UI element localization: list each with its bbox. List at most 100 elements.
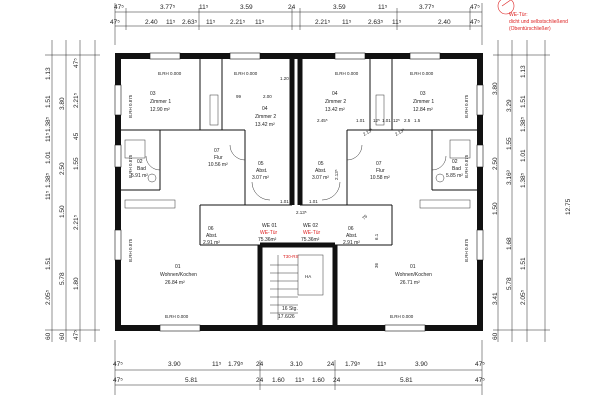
room-labels: 03 Zimmer 1 12.90 m² 04 Zimmer 2 13.42 m…	[131, 91, 463, 320]
left-in-dim-3: 45	[73, 132, 80, 140]
brh-right-upper: B.RH 0.875	[464, 94, 469, 118]
room-name-wohn-left: Wohnen/Kochen	[160, 272, 197, 278]
dim-101d: 1.01	[309, 199, 318, 204]
room-area-zimmer1-right: 12.84 m²	[413, 107, 433, 113]
legend-line-3: (Obentürschließer)	[509, 26, 551, 32]
left-in-dim-7: 47⁵	[73, 330, 80, 340]
room-name-zimmer2-right: Zimmer 2	[325, 99, 346, 105]
dim-61: 6.1	[374, 233, 379, 240]
top-dim2-2: 2.40	[145, 19, 158, 26]
bot2-dim-5: 11⁵	[295, 377, 305, 384]
bot2-dim-2: 5.81	[185, 377, 198, 384]
we01-area: 75.36m²	[258, 237, 277, 243]
right-far-dim-4: 1.68	[506, 237, 513, 250]
top-dim2-13: 47⁵	[470, 19, 480, 26]
top-dim-1: 47⁵	[114, 4, 124, 11]
dim-120: 1.20	[280, 76, 289, 81]
left-dim-2: 1.51	[45, 95, 52, 108]
room-num-zimmer2-left: 04	[262, 106, 268, 112]
dim-213a: 2.13⁵	[362, 127, 374, 137]
brh-right-low: B.RH 0.875	[464, 238, 469, 262]
room-name-bad-right: Bad	[452, 166, 461, 172]
left-mid-dim-4: 5.78	[59, 272, 66, 285]
room-name-flur-left: Flur	[214, 155, 223, 161]
staircase	[270, 254, 324, 320]
left-dim-7: 11⁵	[45, 190, 52, 200]
room-name-abst-r-top: Abst.	[315, 168, 326, 174]
top-dim2-6: 2.21⁵	[230, 19, 246, 26]
dim-25: 2.5	[404, 118, 411, 123]
left-in-dim-6: 1.80	[73, 277, 80, 290]
room-name-wohn-right: Wohnen/Kochen	[395, 272, 432, 278]
t30-door: T30-RS	[283, 254, 299, 259]
right-dim-5: 60	[492, 332, 499, 340]
room-area-flur-left: 10.56 m²	[208, 162, 228, 168]
bot-dim-10: 3.90	[415, 361, 428, 368]
we02-area: 75.36m²	[301, 237, 320, 243]
top-dim-7: 11⁵	[378, 4, 388, 11]
left-dim-8: 1.51	[45, 257, 52, 270]
room-area-abst-l-top: 3.07 m²	[252, 175, 269, 181]
left-dim-6: 1.38⁵	[45, 172, 52, 188]
dim-213b: 2.13⁵	[394, 127, 406, 137]
top-dim2-10: 2.63⁵	[368, 19, 384, 26]
right-far-dim-1: 3.29	[506, 99, 513, 112]
bot-dim-11: 47⁵	[475, 361, 485, 368]
room-name-zimmer2-left: Zimmer 2	[255, 114, 276, 120]
brh-left-upper: B.RH 0.875	[128, 94, 133, 118]
left-in-dim-2: 2.21⁵	[73, 92, 80, 108]
bot2-dim-6: 1.60	[312, 377, 325, 384]
top-dim2-11: 11⁵	[392, 19, 402, 26]
room-num-zimmer2-right: 04	[332, 91, 338, 97]
brh-left-mid: B.RH 0.875	[128, 154, 133, 178]
left-mid-dim-2: 2.50	[59, 162, 66, 175]
top-dim-6: 3.59	[333, 4, 346, 11]
dim-12a: 12⁵	[373, 118, 380, 123]
right-far-dim-2: 1.55	[506, 137, 513, 150]
legend-we-door: WE-Tür: dicht und selbstschließend (Oben…	[497, 0, 568, 32]
building-walls	[114, 52, 484, 332]
brh-right-mid: B.RH 0.875	[464, 154, 469, 178]
room-area-flur-right: 10.58 m²	[370, 175, 390, 181]
dim-101c: 1.01	[280, 199, 289, 204]
bot-dim-7: 24	[327, 361, 335, 368]
left-dim-9: 2.05⁵	[45, 289, 52, 305]
room-area-wohn-left: 26.84 m²	[165, 280, 185, 286]
bot2-dim-8: 5.81	[400, 377, 413, 384]
room-name-abst-l-bot: Abst.	[206, 233, 217, 239]
top-dim2-1: 47⁵	[110, 19, 120, 26]
room-num-abst-r-bot: 06	[348, 226, 354, 232]
room-name-abst-l-top: Abst.	[256, 168, 267, 174]
left-mid-dim-1: 3.80	[59, 97, 66, 110]
top-dim2-9: 11⁵	[342, 19, 352, 26]
top-dim-4: 3.59	[240, 4, 253, 11]
right-outer-dim-1: 1.13	[520, 65, 527, 78]
right-dim-4: 3.41	[492, 292, 499, 305]
top-dim-5: 24	[288, 4, 296, 11]
top-dimension-chains: 47⁵ 3.77⁵ 11⁵ 3.59 24 3.59 11⁵ 3.77⁵ 47⁵…	[110, 3, 483, 45]
bot-dim-2: 3.90	[168, 361, 181, 368]
bot-dim-5: 24	[256, 361, 264, 368]
right-outer-dim-4: 1.01	[520, 149, 527, 162]
top-dim-9: 47⁵	[470, 4, 480, 11]
top-dim-8: 3.77⁵	[419, 4, 435, 11]
legend-line-2: dicht und selbstschließend	[509, 19, 568, 25]
dim-15: 1.5	[414, 118, 421, 123]
room-num-abst-r-top: 05	[318, 161, 324, 167]
top-dim-2: 3.77⁵	[160, 4, 176, 11]
dim-213d: 2.13⁵	[296, 210, 307, 215]
right-dim-2: 2.50	[492, 157, 499, 170]
dim-36: 36	[374, 262, 379, 268]
left-dim-5: 1.01	[45, 151, 52, 164]
dim-101b: 1.01	[382, 118, 391, 123]
brh-top-3: B.RH 0.000	[335, 71, 359, 76]
bot-dim-6: 3.10	[290, 361, 303, 368]
room-area-bad-right: 5.85 m²	[446, 173, 463, 179]
left-mid-dim-3: 1.50	[59, 205, 66, 218]
left-mid-dim-5: 60	[59, 332, 66, 340]
bot-dim-3: 11⁵	[212, 361, 222, 368]
dim-101a: 1.01	[356, 118, 365, 123]
stair-num: 16 Stg.	[282, 306, 298, 312]
dim-76: 76	[361, 213, 368, 220]
top-dim2-8: 2.21⁵	[315, 19, 331, 26]
